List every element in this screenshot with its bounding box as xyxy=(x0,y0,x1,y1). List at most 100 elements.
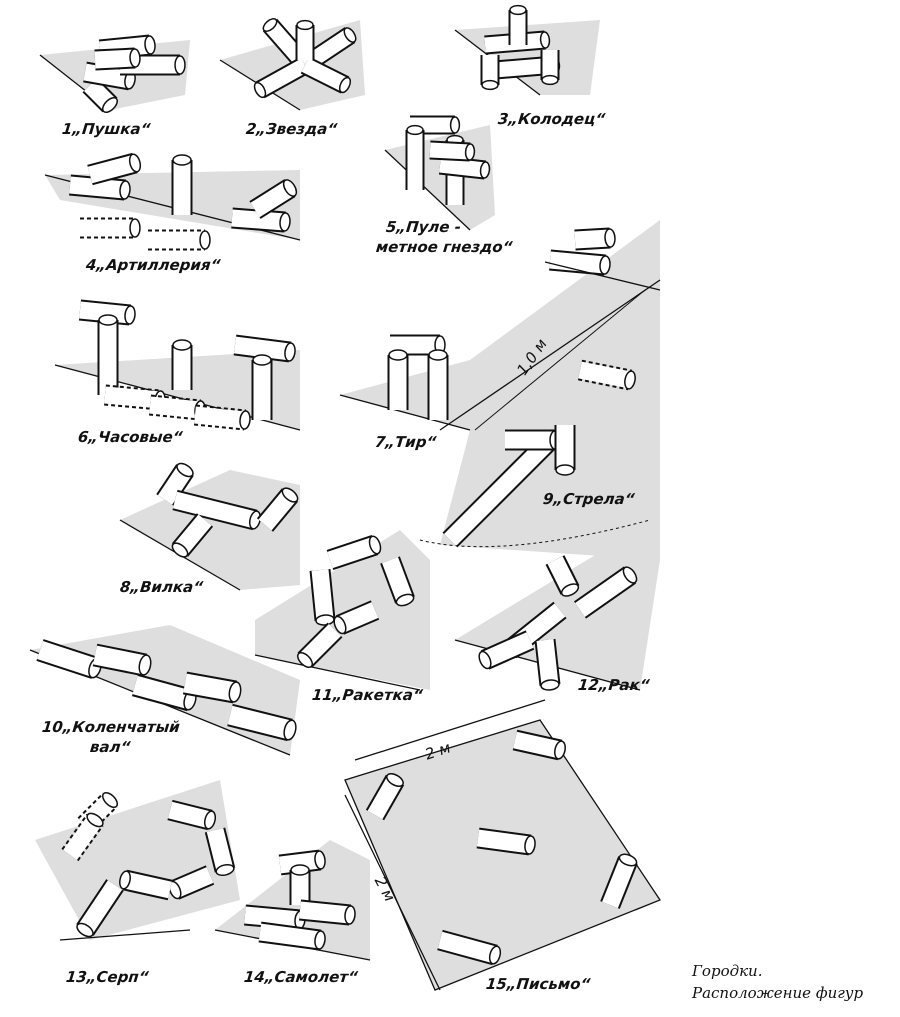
gorodok-log-end xyxy=(406,124,424,136)
gorodok-log xyxy=(171,867,214,898)
caption-subtitle: Расположение фигур xyxy=(692,984,864,1002)
gorodok-log xyxy=(157,465,193,505)
gorodok-log-end xyxy=(252,354,272,366)
gorodok-log-end xyxy=(449,116,461,134)
gorodok-log xyxy=(69,176,126,199)
ground-area xyxy=(35,780,240,940)
gorodok-log-end xyxy=(262,18,278,32)
gorodok-log-end xyxy=(296,651,314,669)
gorodok-log-end xyxy=(86,812,104,828)
gorodok-log-end xyxy=(540,679,560,691)
gorodok-log xyxy=(602,856,636,909)
caption: Городки. Расположение фигур xyxy=(692,960,863,1004)
gorodok-log-ghost xyxy=(149,396,201,419)
gorodok-log-end xyxy=(171,542,189,558)
gorodok-log-end xyxy=(555,464,575,476)
caption-title: Городки. xyxy=(692,962,763,980)
gorodok-log xyxy=(123,871,172,899)
gorodok-log xyxy=(298,623,342,667)
gorodok-log-end xyxy=(76,922,94,938)
gorodok-log-end xyxy=(481,79,499,91)
label-kolenchatyi-line2: вал“ xyxy=(89,738,132,756)
label-pulemetnoe-line1: 5„Пуле - xyxy=(385,218,462,236)
ground-line xyxy=(384,149,471,231)
gorodok-log xyxy=(172,491,258,529)
gorodok-log-end xyxy=(119,870,131,890)
label-chasovye: 6„Часовые“ xyxy=(77,428,184,446)
gorodok-log xyxy=(183,673,237,702)
gorodok-log-end xyxy=(539,31,551,49)
gorodok-log xyxy=(173,514,212,556)
gorodok-log-end xyxy=(560,583,580,597)
gorodok-log xyxy=(513,731,562,759)
label-samolet: 14„Самолет“ xyxy=(243,968,359,986)
gorodok-log-end xyxy=(283,719,297,741)
ground-line xyxy=(344,794,441,991)
gorodok-log xyxy=(256,58,309,97)
gorodok-log-end xyxy=(343,27,357,43)
gorodok-log-end xyxy=(604,228,616,248)
gorodok-log xyxy=(206,827,234,873)
gorodok-log-end xyxy=(199,230,211,250)
ground-line xyxy=(254,654,421,691)
gorodok-log xyxy=(79,301,131,324)
gorodok-log-end xyxy=(599,255,611,275)
gorodok-log xyxy=(336,602,379,633)
gorodok-log-ghost xyxy=(194,406,246,429)
gorodok-log xyxy=(37,640,98,678)
gorodok-log-end xyxy=(203,810,217,830)
label-strela: 9„Стрела“ xyxy=(542,490,636,508)
gorodok-log-end xyxy=(176,462,194,478)
gorodok-log-end xyxy=(98,314,118,326)
ground-line xyxy=(544,261,661,291)
gorodok-log-end xyxy=(618,853,638,867)
gorodok-log xyxy=(94,49,136,69)
gorodok-log-end xyxy=(296,19,314,31)
gorodok-log-end xyxy=(281,487,299,503)
label-pushka: 1„Пушка“ xyxy=(61,120,152,138)
gorodok-log-end xyxy=(284,342,296,362)
gorodok-log-end xyxy=(464,143,476,161)
gorodok-log xyxy=(132,675,193,710)
gorodok-log-end xyxy=(386,773,404,787)
gorodok-log-end xyxy=(279,212,291,232)
gorodok-log-end xyxy=(333,615,347,635)
gorodok-log-end xyxy=(119,180,131,200)
gorodok-log-end xyxy=(509,4,527,16)
gorodok-log-end xyxy=(338,76,352,94)
gorodok-log-end xyxy=(344,905,356,925)
gorodok-log-end xyxy=(541,74,559,86)
arc-line xyxy=(419,519,651,548)
gorodok-log xyxy=(83,63,132,89)
label-tir: 7„Тир“ xyxy=(374,433,438,451)
gorodok-log xyxy=(443,433,557,547)
gorodok-log-end xyxy=(228,681,242,703)
gorodok-log xyxy=(77,880,123,935)
ground-area xyxy=(345,720,660,990)
gorodok-log-end xyxy=(215,863,235,877)
gorodok-log-end xyxy=(124,305,136,325)
gorodok-log xyxy=(258,489,297,531)
gorodok-log-end xyxy=(172,154,192,166)
gorodok-log xyxy=(439,157,486,178)
gorodok-log xyxy=(429,142,471,160)
label-pulemetnoe-line2: метное гнездо“ xyxy=(375,238,514,256)
gorodok-log-end xyxy=(622,566,638,584)
gorodok-log xyxy=(258,923,322,949)
label-raketka: 11„Ракетка“ xyxy=(311,686,424,704)
gorodok-log-end xyxy=(479,161,491,179)
gorodok-log xyxy=(476,829,532,854)
label-vilka: 8„Вилка“ xyxy=(119,578,204,596)
gorodok-log-end xyxy=(388,349,408,361)
gorodok-log xyxy=(327,536,378,569)
gorodok-log xyxy=(87,154,138,184)
gorodok-log xyxy=(93,645,147,675)
gorodok-log-end xyxy=(624,370,636,390)
gorodok-log-ghost xyxy=(578,361,632,389)
gorodok-log xyxy=(382,557,413,603)
gorodok-log xyxy=(481,632,534,668)
gorodok-log-end xyxy=(248,510,262,530)
gorodok-log-end xyxy=(314,850,326,870)
gorodok-log-end xyxy=(314,930,326,950)
